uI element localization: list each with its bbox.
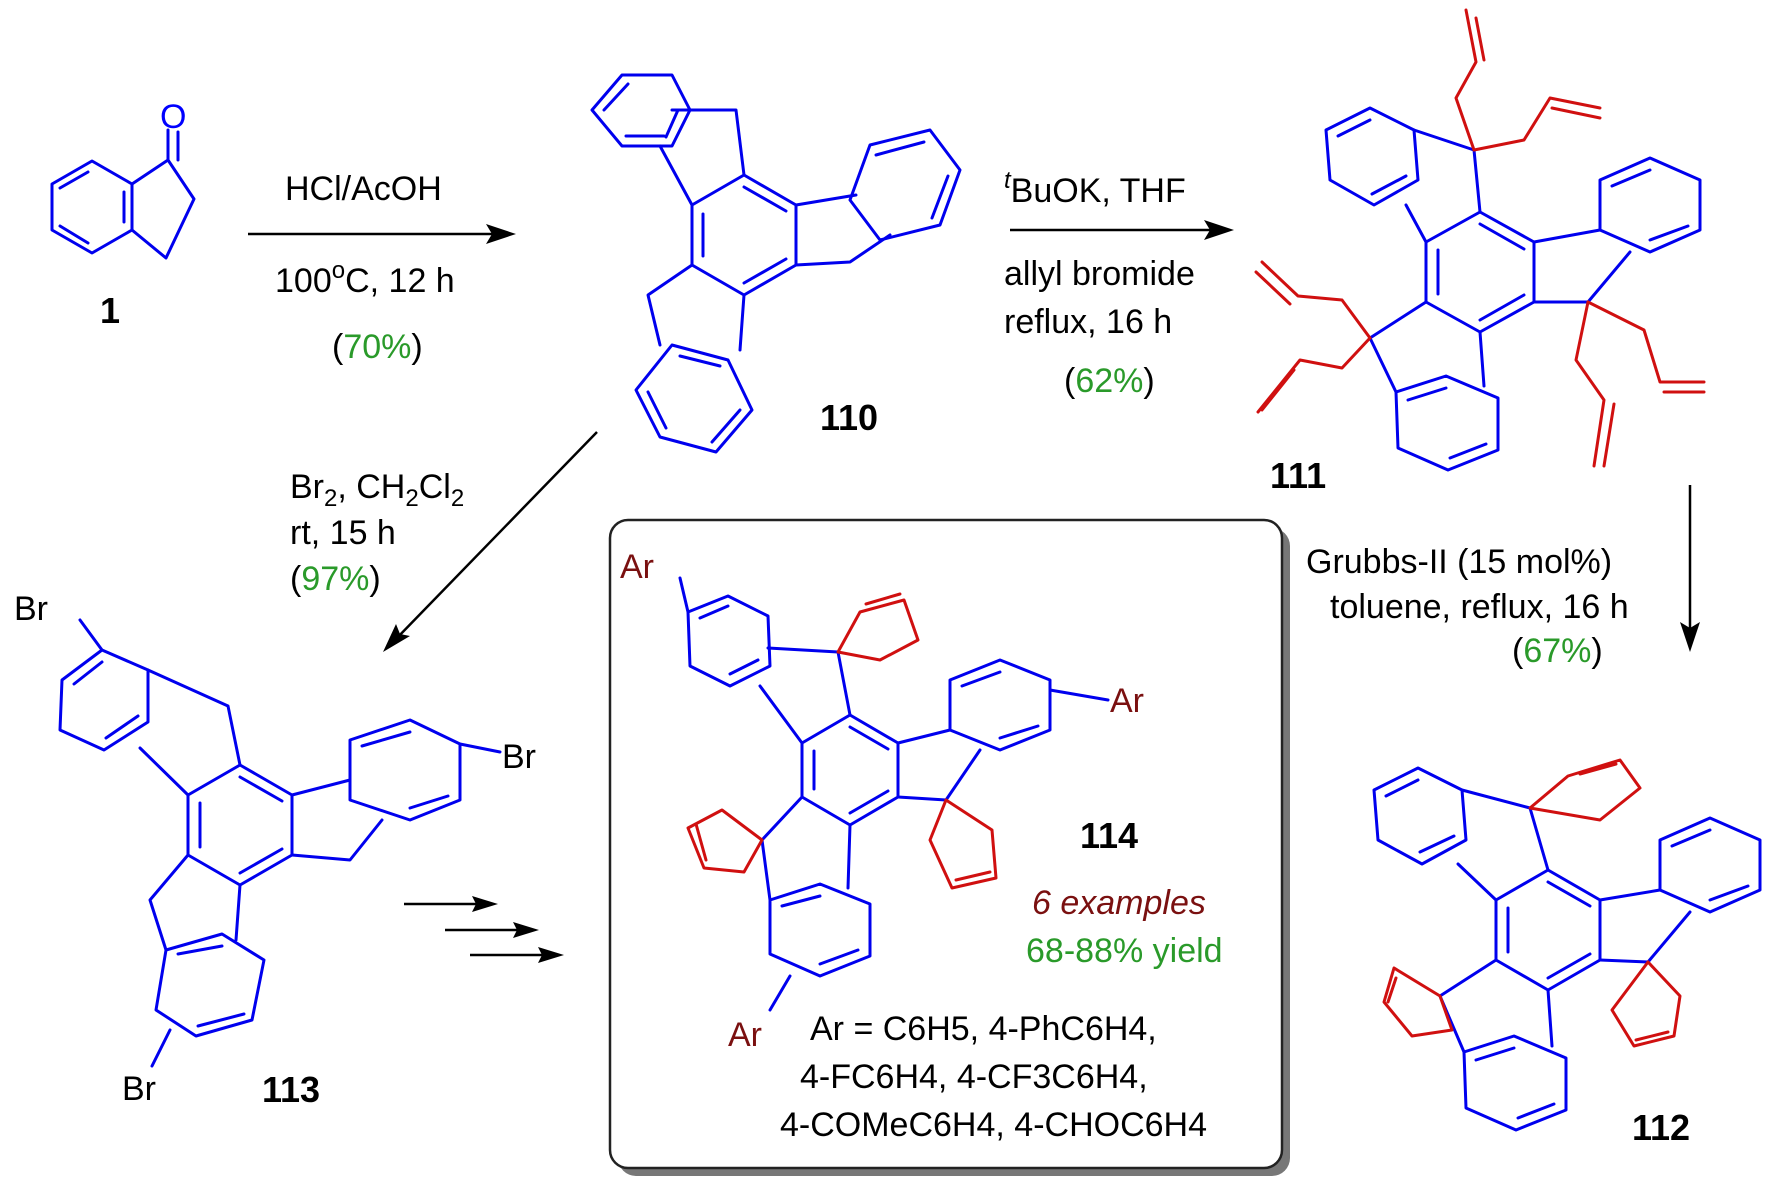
- compound-113-structure: [58, 618, 502, 1068]
- compound-114-label: 114: [1080, 815, 1138, 856]
- step1-conditions: 100oC, 12 h: [275, 257, 455, 300]
- compound-111-structure: [1254, 8, 1706, 472]
- step2-reagent: tBuOK, THF: [1004, 167, 1186, 210]
- multi-step-arrows: [404, 896, 564, 963]
- box-yield-range: 68-88% yield: [1026, 932, 1223, 970]
- step1-reagent: HCl/AcOH: [285, 170, 442, 208]
- ar-label-bottom: Ar: [728, 1016, 762, 1054]
- step3-line1: Grubbs-II (15 mol%): [1306, 543, 1612, 581]
- ar-label-top: Ar: [620, 548, 654, 586]
- arrow-step-1: [248, 224, 516, 244]
- step1-yield: (70%): [332, 328, 423, 366]
- oxygen-label: O: [160, 98, 186, 136]
- compound-114-structure: [678, 576, 1110, 1012]
- compound-111-label: 111: [1270, 455, 1326, 496]
- arrow-step-3: [1680, 485, 1700, 652]
- compound-113-label: 113: [262, 1069, 320, 1110]
- box-examples: 6 examples: [1032, 884, 1206, 922]
- ar-label-right: Ar: [1110, 682, 1144, 720]
- step4-reagent: Br2, CH2Cl2: [290, 468, 464, 512]
- step4-line2: rt, 15 h: [290, 514, 396, 552]
- box-ar-line2: 4-FC6H4, 4-CF3C6H4,: [800, 1058, 1148, 1096]
- box-ar-line1: Ar = C6H5, 4-PhC6H4,: [810, 1010, 1157, 1048]
- arrow-step-4: [383, 431, 598, 652]
- br-label-bottom: Br: [122, 1070, 156, 1108]
- compound-1-structure: O: [50, 98, 196, 260]
- step3-line2: toluene, reflux, 16 h: [1330, 588, 1629, 626]
- box-ar-line3: 4-COMeC6H4, 4-CHOC6H4: [780, 1106, 1207, 1144]
- br-label-top: Br: [14, 590, 48, 628]
- compound-112-structure: [1372, 758, 1762, 1132]
- compound-110-structure: [590, 73, 962, 454]
- compound-112-label: 112: [1632, 1107, 1690, 1148]
- step2-yield: (62%): [1064, 362, 1155, 400]
- step2-line2: allyl bromide: [1004, 255, 1195, 293]
- step3-yield: (67%): [1512, 632, 1603, 670]
- step4-yield: (97%): [290, 560, 381, 598]
- compound-110-label: 110: [820, 397, 878, 438]
- br-label-right: Br: [502, 738, 536, 776]
- arrow-step-2: [1010, 220, 1234, 240]
- product-box: [608, 518, 1290, 1176]
- compound-1-label: 1: [100, 290, 120, 331]
- step2-line3: reflux, 16 h: [1004, 303, 1172, 341]
